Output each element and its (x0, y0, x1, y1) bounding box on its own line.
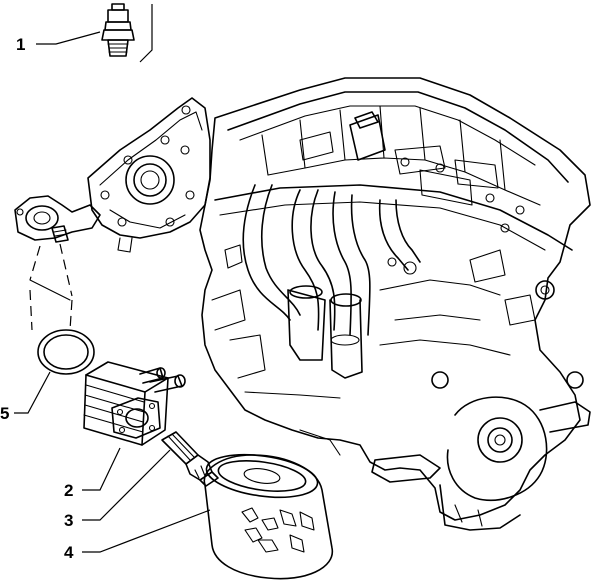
callout-number-4: 4 (64, 543, 74, 562)
callout-number-5: 5 (0, 404, 9, 423)
callout-number-2: 2 (64, 481, 73, 500)
callout-2: 2 (64, 447, 121, 500)
oil-filter (203, 453, 333, 580)
callout-number-1: 1 (16, 35, 25, 54)
engine-block (199, 77, 591, 531)
callout-1: 1 (16, 31, 101, 54)
threaded-union-bolt (161, 431, 219, 487)
o-ring-seal (37, 329, 95, 375)
oil-pump-housing (14, 97, 211, 331)
callout-5: 5 (0, 371, 51, 423)
oil-pressure-switch (101, 3, 153, 63)
callout-3: 3 (64, 449, 171, 530)
callout-number-3: 3 (64, 511, 73, 530)
callout-4: 4 (64, 509, 211, 562)
oil-cooler (83, 361, 186, 446)
